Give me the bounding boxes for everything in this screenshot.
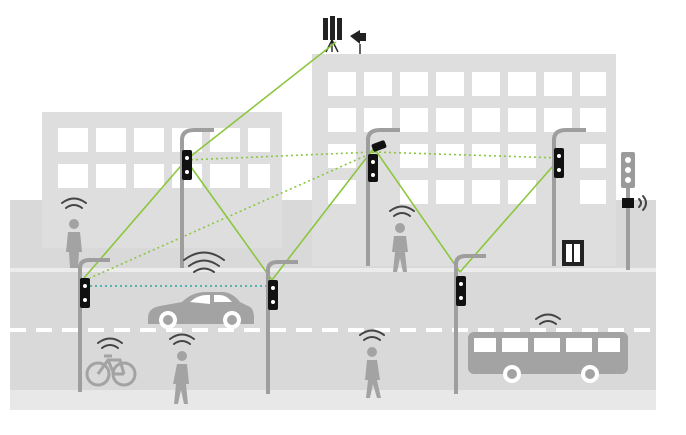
right-building [312,54,616,266]
pedestrian-icon [173,351,189,404]
wifi-signal-icon [535,313,561,325]
camera-icon [371,140,387,152]
street-light-icon [78,258,110,392]
antenna-icon [323,16,342,53]
street-light-icon [366,128,400,266]
wifi-signal-icon [169,333,195,345]
wifi-signal-icon [183,251,225,273]
sidewalk [10,268,656,272]
car-icon [148,292,254,329]
wifi-signal-icon [61,197,87,209]
street-light-icon [266,260,298,394]
street-light-icon [180,128,214,268]
network-links [83,41,561,287]
pedestrian-icon [392,223,408,272]
wifi-signal-icon [389,205,415,217]
street-light-icon [552,128,586,266]
pedestrian-icon [365,347,381,398]
wifi-signal-icon [359,329,385,341]
street-light-icon [454,254,486,394]
bus-icon [468,332,628,383]
door-panel-icon [562,240,584,266]
left-building [42,112,282,248]
pedestrian-icon [66,219,82,268]
traffic-light-icon [621,152,647,270]
speaker-icon [350,30,366,54]
wifi-signal-icon [97,337,123,349]
curb [10,390,656,410]
bicycle-icon [85,354,137,387]
